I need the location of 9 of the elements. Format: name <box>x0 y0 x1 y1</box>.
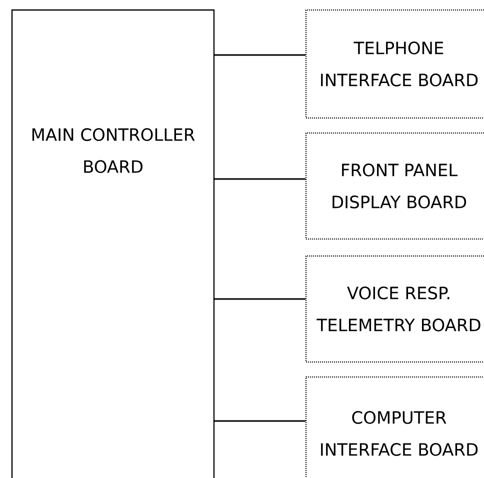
board-box: TELPHONE INTERFACE BOARD <box>306 10 484 118</box>
connector-line <box>214 178 306 180</box>
board-box: FRONT PANEL DISPLAY BOARD <box>306 132 484 240</box>
board-box: COMPUTER INTERFACE BOARD <box>306 376 484 478</box>
connector-line <box>214 298 306 300</box>
connector-line <box>214 420 306 422</box>
controller-box: MAIN CONTROLLER BOARD <box>11 9 215 478</box>
board-box: VOICE RESP. TELEMETRY BOARD <box>306 256 484 362</box>
connector-line <box>214 54 306 56</box>
